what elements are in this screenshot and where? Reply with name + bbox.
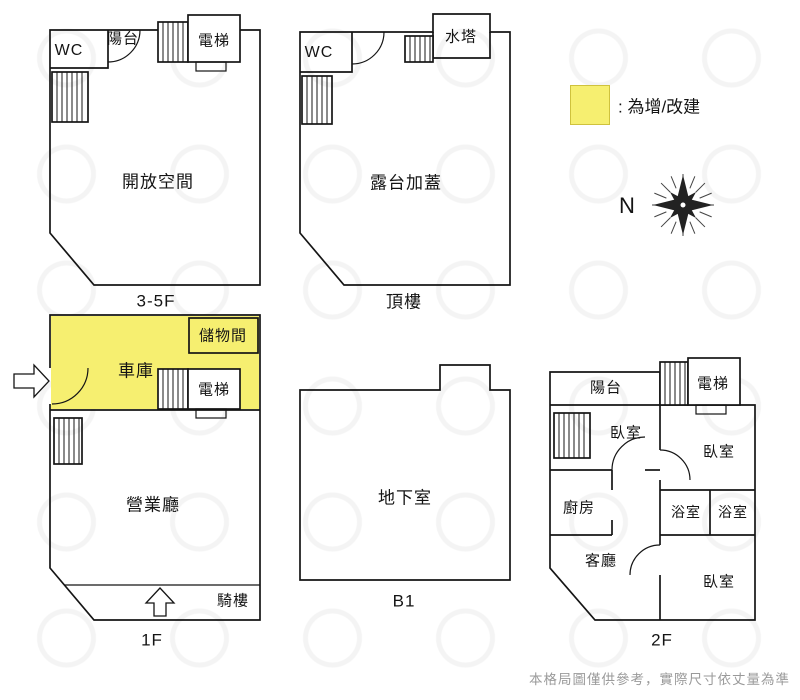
floor-label-2f: 2F <box>651 630 673 650</box>
elevator-shaft-icon-35f <box>157 14 241 72</box>
room-label-water-tower: 水塔 <box>444 28 478 46</box>
plan-3-5f <box>49 14 261 286</box>
stairs-icon-2f <box>553 412 591 459</box>
plan-2f <box>549 357 756 621</box>
stairs-icon-roof <box>301 75 333 125</box>
compass-icon <box>652 174 714 236</box>
room-label-wc-35f: WC <box>54 42 84 59</box>
room-label-garage: 車庫 <box>118 361 154 381</box>
water-tank-icon <box>404 35 434 63</box>
stairs-icon-1f <box>53 417 83 465</box>
room-label-arcade: 騎樓 <box>216 592 250 610</box>
disclaimer-text: 本格局圖僅供參考，實際尺寸依丈量為準 <box>529 672 790 687</box>
room-label-kitchen: 廚房 <box>562 499 596 517</box>
stairs-icon-35f <box>51 71 89 123</box>
legend-swatch <box>570 85 610 125</box>
room-label-elevator-1f: 電梯 <box>197 381 231 399</box>
floor-label-roof: 頂樓 <box>386 292 422 312</box>
plan-b1 <box>299 364 511 581</box>
room-label-balcony-35f: 陽台 <box>106 30 140 48</box>
entrance-arrow-icon <box>13 363 50 399</box>
room-label-basement: 地下室 <box>378 488 432 508</box>
room-label-bath-b: 浴室 <box>718 504 748 520</box>
room-label-open-space: 開放空間 <box>122 172 194 192</box>
room-label-bedroom-b: 臥室 <box>702 443 736 461</box>
plan-roof <box>299 13 511 286</box>
floor-label-3-5f: 3-5F <box>136 291 176 311</box>
room-label-storage: 儲物間 <box>198 327 248 345</box>
legend-label: : 為增/改建 <box>618 97 701 117</box>
floor-label-1f: 1F <box>141 630 163 650</box>
plan-1f <box>13 314 261 621</box>
floor-label-b1: B1 <box>392 591 416 611</box>
room-label-bedroom-c: 臥室 <box>702 573 736 591</box>
room-label-elevator-2f: 電梯 <box>696 375 730 393</box>
room-label-elevator-35f: 電梯 <box>197 32 231 50</box>
north-label: N <box>619 193 635 218</box>
room-label-bedroom-a: 臥室 <box>609 424 643 442</box>
room-label-business-hall: 營業廳 <box>126 495 180 515</box>
room-label-terrace: 露台加蓋 <box>370 173 442 193</box>
room-label-wc-roof: WC <box>304 44 334 61</box>
elevator-shaft-icon-1f <box>157 368 241 419</box>
elevator-shaft-icon-2f <box>659 357 741 415</box>
room-label-bath-a: 浴室 <box>671 504 701 520</box>
room-label-living: 客廳 <box>584 552 618 570</box>
arcade-arrow-icon <box>144 587 176 617</box>
room-label-balcony-2f: 陽台 <box>589 379 623 397</box>
